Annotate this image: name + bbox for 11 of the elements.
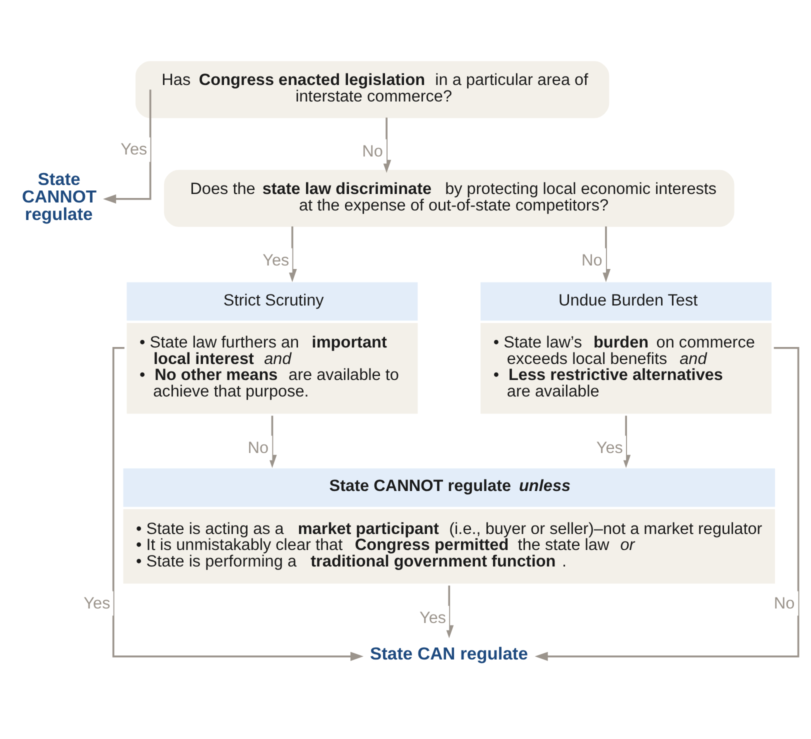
node-text: State CANNOT regulate — [22, 169, 97, 224]
edge-label: No — [582, 251, 602, 270]
edge-label: No — [774, 594, 795, 612]
edge-label: Yes — [84, 594, 110, 612]
edge-label: Yes — [120, 140, 148, 159]
edge-label: No — [248, 438, 269, 457]
edge-label: Yes — [262, 251, 290, 270]
edge-label: Yes — [596, 438, 623, 457]
edge-label: Yes — [419, 608, 446, 627]
edge-label: No — [362, 142, 383, 160]
node-text: State CAN regulate — [370, 643, 528, 664]
